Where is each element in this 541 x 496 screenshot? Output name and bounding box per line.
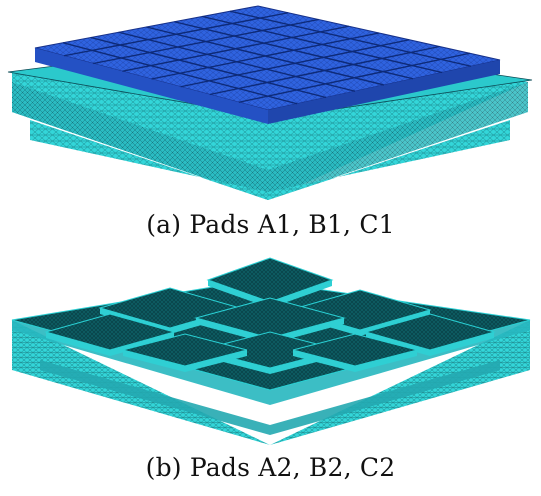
stepped-pads (44, 257, 496, 374)
pad-edge (293, 350, 417, 372)
subfigure-b: (b) Pads A2, B2, C2 (0, 250, 541, 496)
pad-grid-line (238, 52, 470, 103)
pad-grid-line (174, 21, 414, 80)
top-pads-front-right (268, 60, 500, 124)
pad-edge (123, 350, 247, 372)
lower-layer-mesh (30, 120, 510, 200)
pad-grid-line (229, 10, 472, 67)
top-pads-front-left (35, 48, 268, 124)
pad-grid-line (151, 32, 380, 80)
pad-grid-line (202, 15, 443, 74)
base-layer-shade (12, 82, 528, 200)
mesh-figure-a (7, 5, 533, 200)
pad-edge (200, 350, 340, 374)
pad-grid-line (180, 39, 410, 88)
subfigure-a: (a) Pads A1, B1, C1 (7, 5, 533, 239)
mesh-figure-b (11, 257, 531, 445)
pad-grid-lines (62, 10, 472, 105)
pad-grid-line (209, 45, 440, 96)
caption-a: (a) Pads A1, B1, C1 (146, 210, 395, 239)
caption-b: (b) Pads A2, B2, C2 (145, 453, 396, 482)
